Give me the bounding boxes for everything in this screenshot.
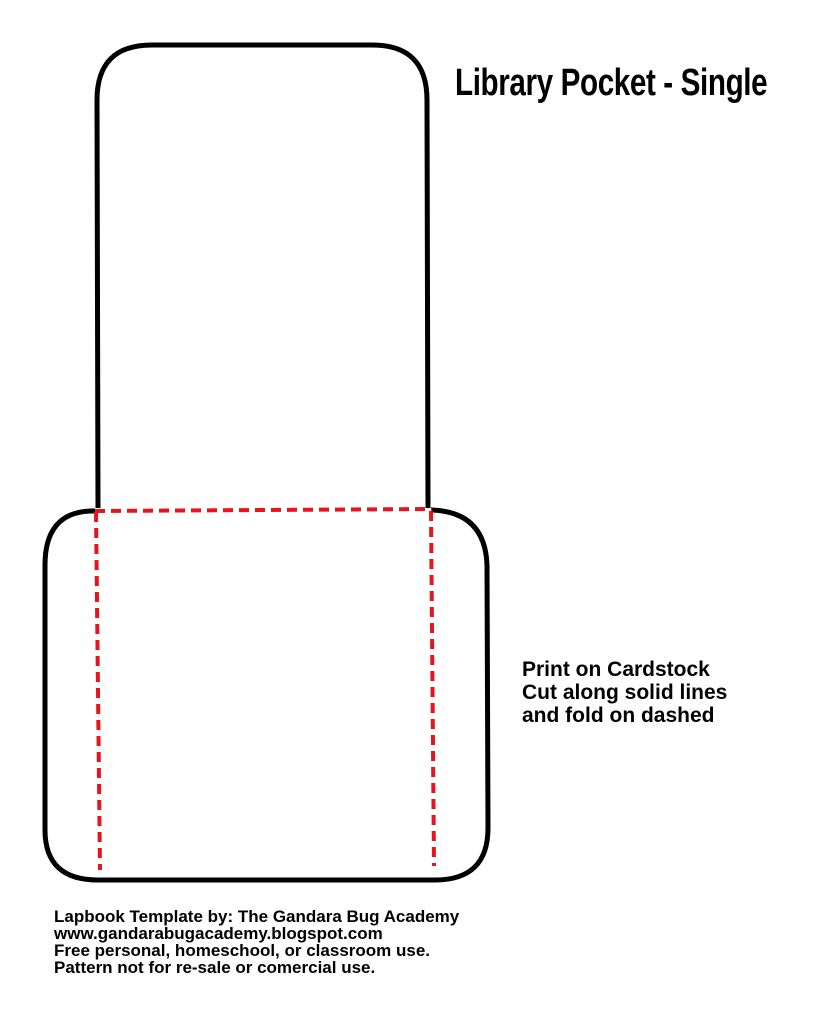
credit-line: Free personal, homeschool, or classroom … <box>54 941 431 960</box>
page-title: Library Pocket - Single <box>455 62 768 104</box>
credit-line: Lapbook Template by: The Gandara Bug Aca… <box>54 907 460 926</box>
pocket-cut-line <box>42 507 491 883</box>
fold-line-left <box>94 511 102 871</box>
fold-line-top <box>94 507 433 513</box>
credit-url: www.gandarabugacademy.blogspot.com <box>54 924 383 943</box>
instruction-line: Print on Cardstock <box>522 658 710 681</box>
fold-line-right <box>429 510 436 867</box>
instruction-line: Cut along solid lines <box>522 681 728 704</box>
fold-lines <box>94 507 436 871</box>
credits: Lapbook Template by: The Gandara Bug Aca… <box>54 908 459 976</box>
credit-line: Pattern not for re-sale or comercial use… <box>54 958 376 977</box>
top-flap-cut-line <box>94 42 431 509</box>
instructions: Print on Cardstock Cut along solid lines… <box>522 658 727 727</box>
instruction-line: and fold on dashed <box>522 704 715 727</box>
